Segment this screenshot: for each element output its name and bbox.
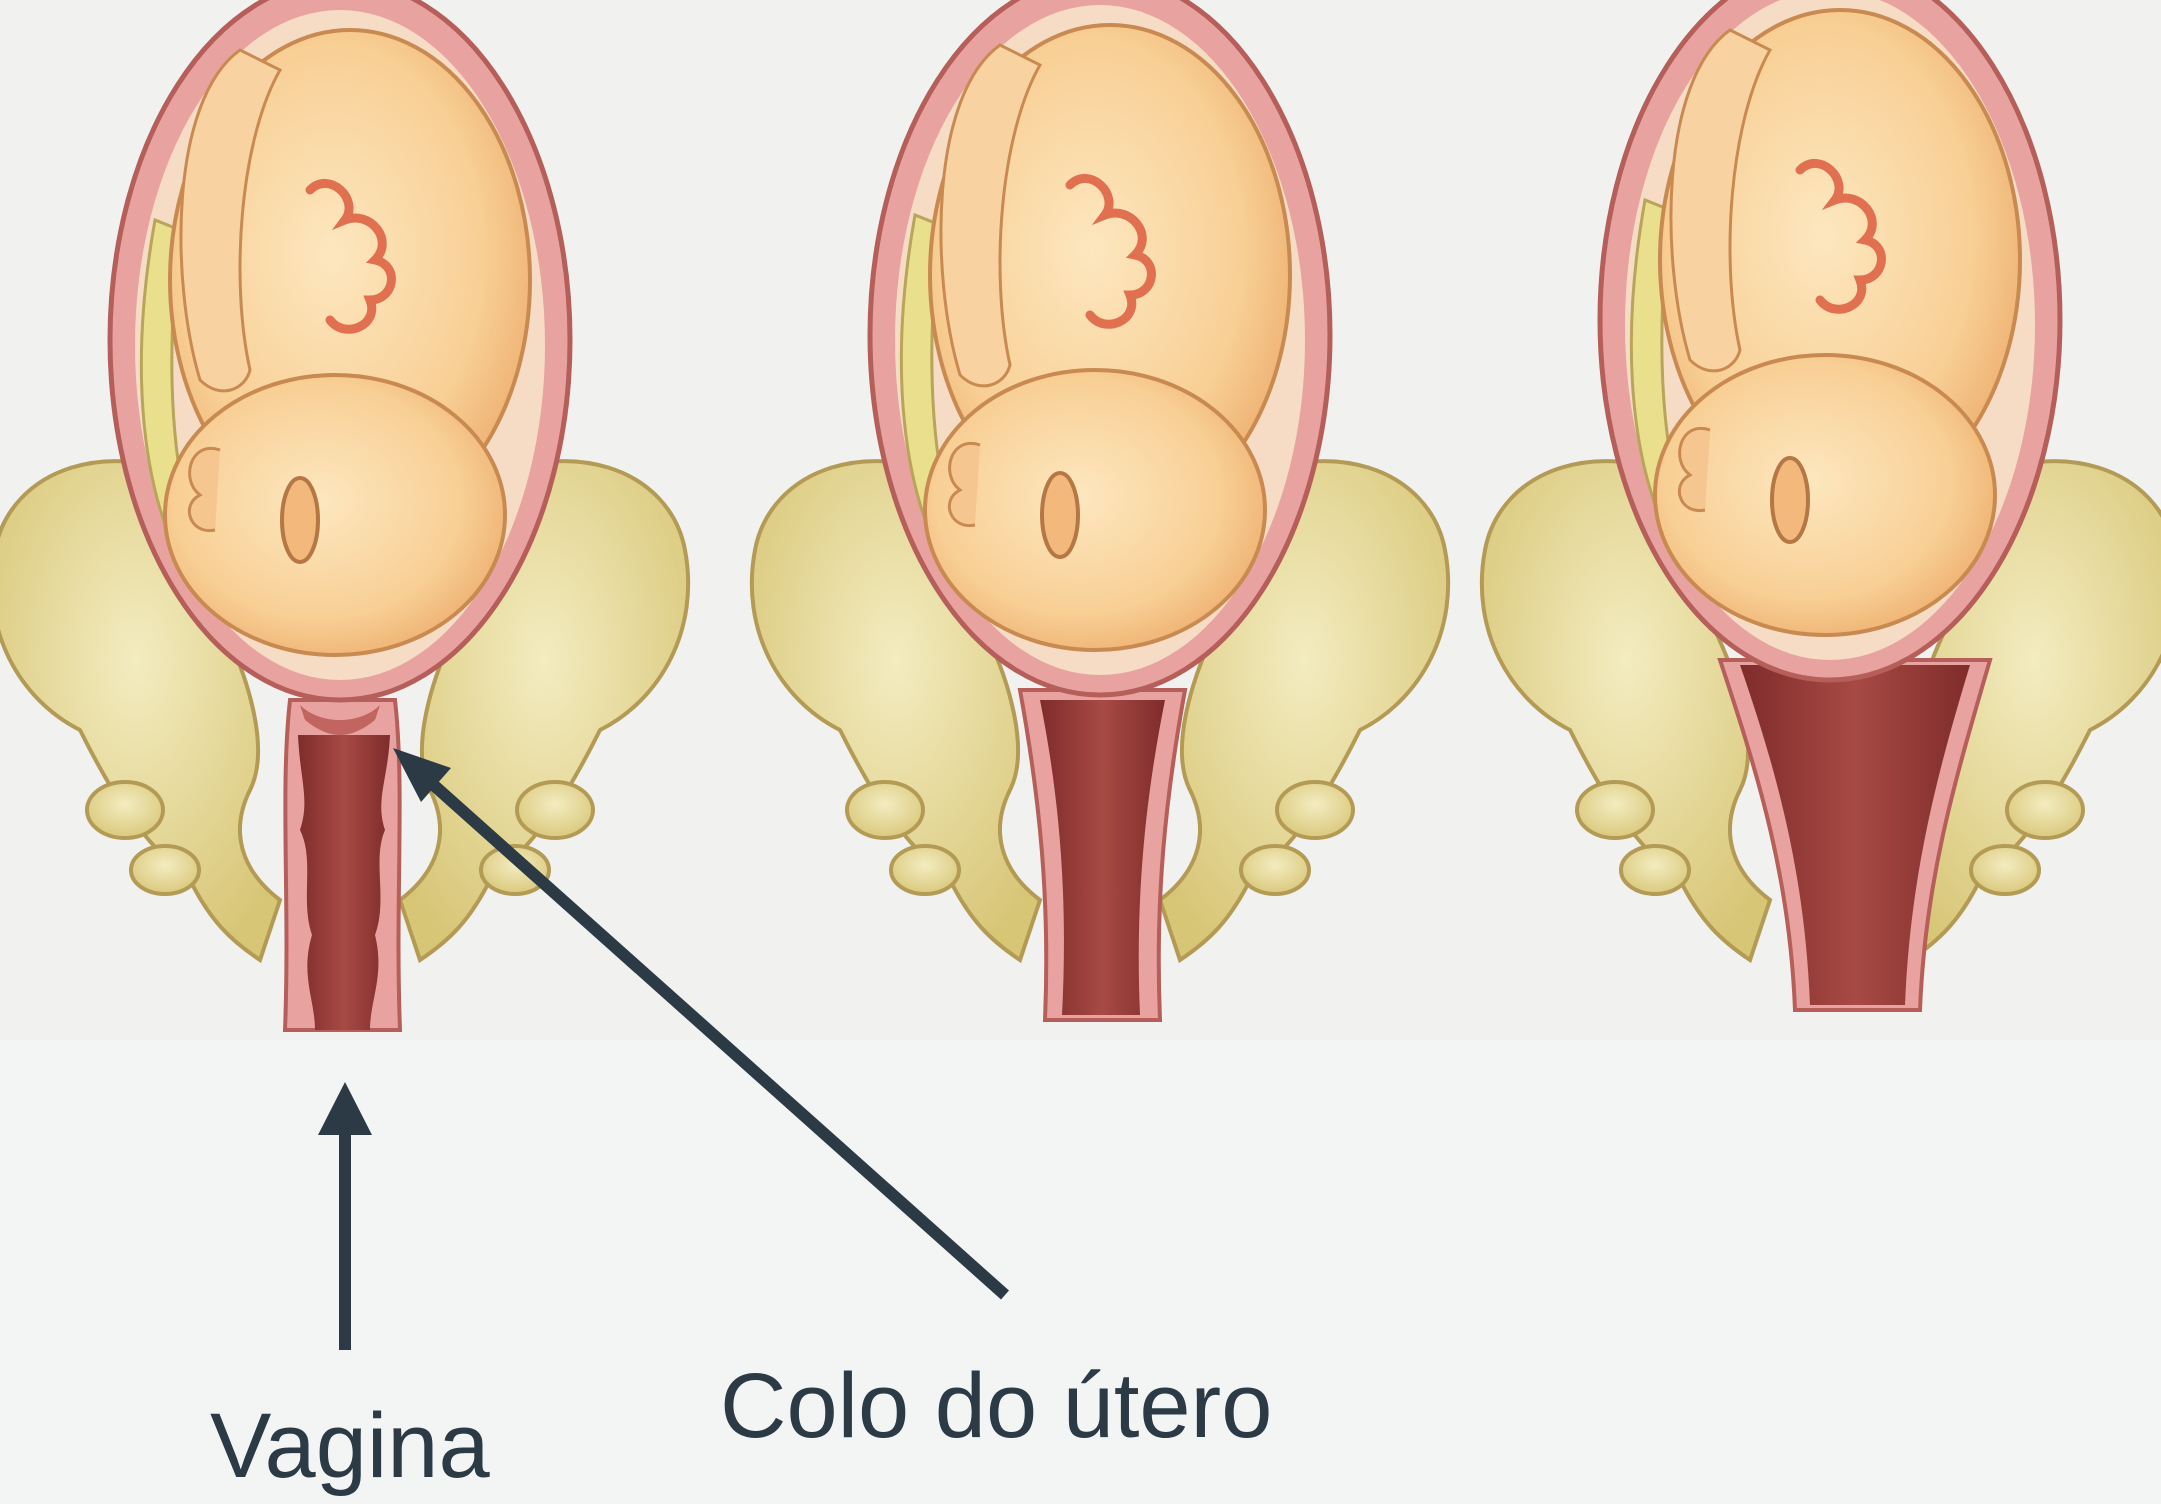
stage-3-figure — [1482, 0, 2161, 1010]
stage-1-uterus — [110, 0, 570, 700]
cervix-label: Colo do útero — [720, 1360, 1272, 1452]
stage-2-uterus — [870, 0, 1330, 695]
stage-1-vagina-canal — [298, 735, 390, 1030]
stage-1-figure — [0, 0, 688, 1030]
stage-3-uterus — [1600, 0, 2060, 680]
vagina-label: Vagina — [210, 1400, 490, 1492]
stage-2-figure — [752, 0, 1448, 1020]
vagina-arrow — [318, 1082, 372, 1350]
